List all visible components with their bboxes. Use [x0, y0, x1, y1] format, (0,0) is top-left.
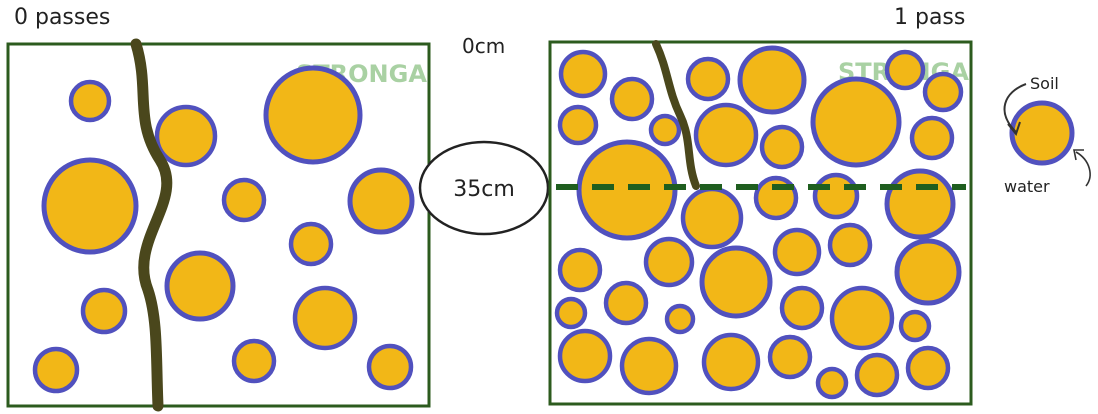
right-aggregate-28 [829, 285, 895, 351]
water-arrow-head-icon [1073, 149, 1084, 161]
soil-arrow-icon [1003, 83, 1027, 133]
right-aggregate-10 [810, 76, 902, 168]
legend-water-label: water [1004, 177, 1050, 196]
right-aggregate-20 [699, 245, 773, 319]
right-aggregate-7 [557, 104, 599, 146]
right-aggregate-31 [619, 336, 679, 396]
right-aggregate-36 [905, 345, 951, 391]
right-aggregate-14 [680, 186, 744, 250]
right-aggregate-32 [701, 332, 761, 392]
right-aggregate-19 [643, 236, 695, 288]
right-aggregate-16 [812, 172, 860, 220]
right-aggregate-12 [759, 124, 805, 170]
right-aggregate-9 [693, 102, 759, 168]
right-aggregate-18 [557, 247, 603, 293]
left-root [130, 38, 173, 412]
right-aggregate-8 [648, 113, 682, 147]
right-aggregate-11 [909, 115, 955, 161]
right-aggregate-30 [557, 328, 613, 384]
right-aggregate-33 [767, 334, 813, 380]
left-aggregate-7 [288, 221, 334, 267]
left-aggregate-11 [32, 346, 80, 394]
depth-top-label: 0cm [462, 34, 505, 58]
left-aggregate-12 [231, 338, 277, 384]
left-aggregate-6 [347, 167, 415, 235]
right-aggregate-24 [554, 296, 588, 330]
legend-aggregate [1009, 100, 1075, 166]
soil-arrow-head-icon [1007, 121, 1021, 137]
left-aggregate-4 [41, 157, 139, 255]
legend-soil-label: Soil [1030, 74, 1059, 93]
right-aggregate-6 [922, 71, 964, 113]
left-aggregate-10 [292, 285, 358, 351]
left-aggregate-8 [164, 250, 236, 322]
depth-marker: 35cm [418, 140, 550, 236]
right-heading: 1 pass [894, 5, 965, 30]
right-aggregate-21 [772, 227, 822, 277]
right-aggregate-26 [664, 303, 696, 335]
right-aggregate-35 [854, 352, 900, 398]
left-aggregate-9 [80, 287, 128, 335]
left-aggregate-13 [366, 343, 414, 391]
left-soil-aggregates [32, 65, 415, 394]
right-aggregate-2 [609, 76, 655, 122]
left-aggregate-2 [154, 104, 218, 168]
depth-ellipse [418, 140, 550, 236]
left-aggregate-3 [263, 65, 363, 165]
right-aggregate-25 [603, 280, 649, 326]
right-aggregate-5 [884, 49, 926, 91]
right-aggregate-17 [884, 168, 956, 240]
right-aggregate-23 [894, 238, 962, 306]
right-aggregate-29 [898, 309, 932, 343]
left-aggregate-5 [221, 177, 267, 223]
left-aggregate-1 [68, 79, 112, 123]
right-root [652, 40, 700, 190]
right-aggregate-22 [827, 222, 873, 268]
right-panel: STRONGA [548, 40, 973, 406]
right-aggregate-1 [558, 49, 608, 99]
water-arrow-icon [1075, 151, 1091, 187]
right-aggregate-27 [779, 285, 825, 331]
legend: Soil water [1003, 74, 1091, 196]
right-aggregate-3 [685, 56, 731, 102]
right-aggregate-34 [815, 366, 849, 400]
left-heading: 0 passes [14, 5, 110, 30]
depth-mid-label: 35cm [453, 177, 515, 202]
right-aggregate-4 [737, 45, 807, 115]
left-panel: STRONGA [6, 38, 431, 412]
